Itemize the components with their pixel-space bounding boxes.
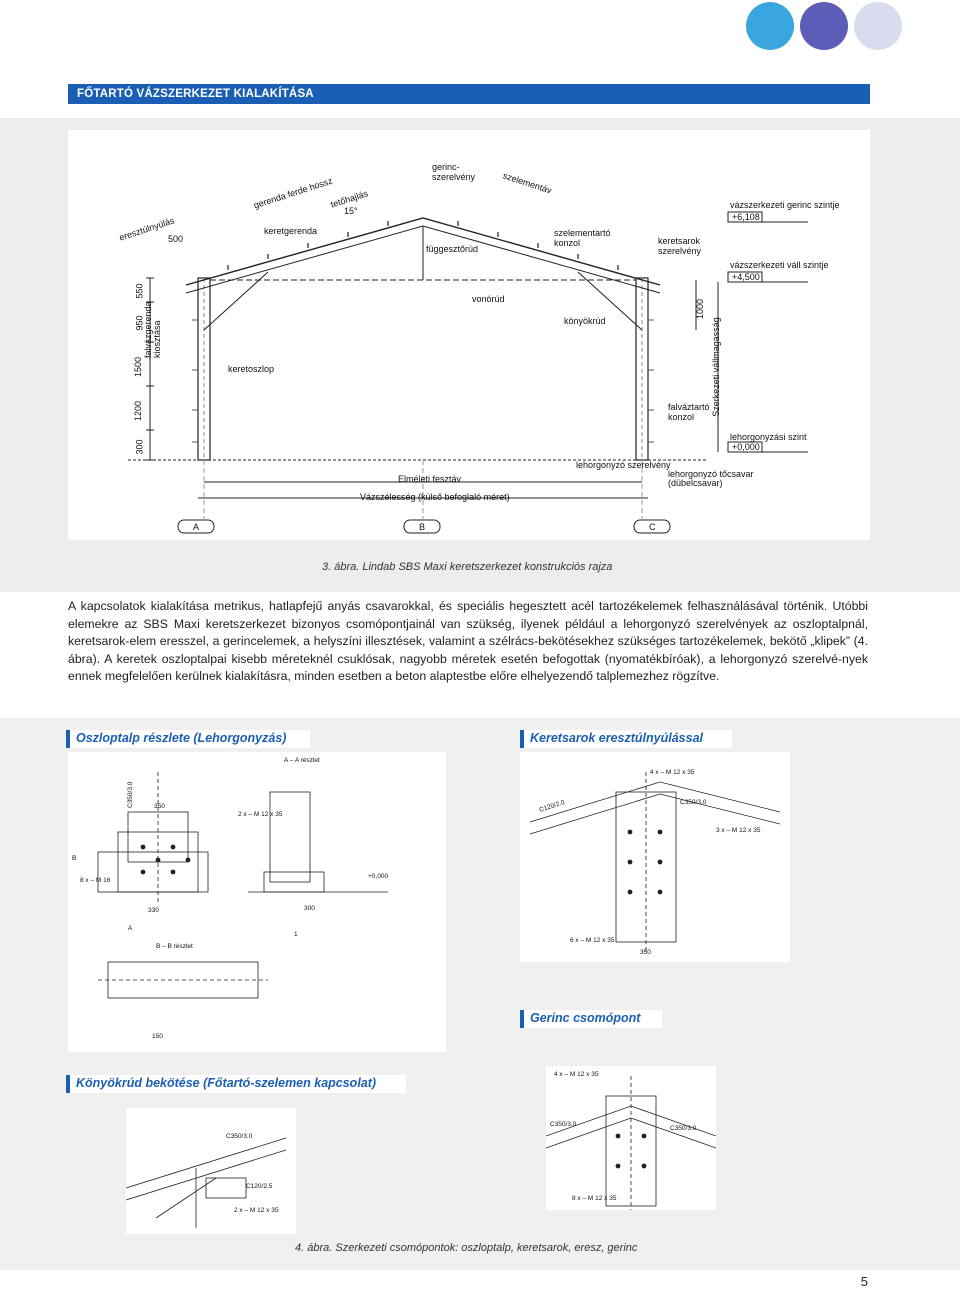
oszloptalp-300-text: 300 xyxy=(304,905,315,912)
konyokrud-svg: C350/3.0 C120/2.5 2 x – M 12 x 35 xyxy=(125,1133,287,1228)
label-500: 500 xyxy=(168,234,184,244)
label-falvaztarto-konzol: falváztartó konzol xyxy=(668,402,710,422)
axis-label-a: A xyxy=(193,522,200,532)
keretsarok-drawing: 4 x – M 12 x 35 C120/2.0 C350/3.0 3 x – … xyxy=(520,752,790,962)
label-550: 550 xyxy=(134,283,145,299)
keretsarok-bolt-3x12-text: 3 x – M 12 x 35 xyxy=(716,827,761,834)
label-lehorgonyzo-szerelveny: lehorgonyzó szerelvény xyxy=(576,460,671,470)
label-vonorud: vonórúd xyxy=(472,294,505,304)
oszloptalp-level-text: +0,000 xyxy=(368,873,388,880)
gerinc-c350-right-text: C350/3.0 xyxy=(670,1125,697,1132)
keretsarok-c350-text: C350/3.0 xyxy=(680,799,707,806)
section-header-bar: FŐTARTÓ VÁZSZERKEZET KIALAKÍTÁSA xyxy=(68,84,870,104)
page-number: 5 xyxy=(860,1274,868,1289)
label-vall-value: +4,500 xyxy=(732,272,760,282)
label-1500: 1500 xyxy=(133,356,144,378)
oszloptalp-350-text: 350 xyxy=(154,803,165,810)
keretsarok-svg: 4 x – M 12 x 35 C120/2.0 C350/3.0 3 x – … xyxy=(529,769,781,956)
frame-structure-drawing xyxy=(128,211,808,534)
label-vazszelesseg: Vázszélesség (külső befoglaló méret) xyxy=(360,492,510,502)
oszloptalp-bolt-2x12-text: 2 x – M 12 x 35 xyxy=(238,811,283,818)
label-gerinc-szintje: vázszerkezeti gerinc szintje xyxy=(730,200,840,210)
body-paragraph-text: A kapcsolatok kialakítása metrikus, hatl… xyxy=(68,599,868,684)
label-fuggesztorud: függesztőrúd xyxy=(426,244,479,254)
konyokrud-bolt-2x12-text: 2 x – M 12 x 35 xyxy=(234,1207,279,1214)
label-lehorgonyzo-tocsavar: lehorgonyzó tőcsavar (dübelcsavar) xyxy=(668,469,754,488)
panel-title-oszloptalp: Oszloptalp részlete (Lehorgonyzás) xyxy=(66,730,310,748)
label-1000: 1000 xyxy=(695,298,706,320)
oszloptalp-bolt-8x16-text: 8 x – M 16 xyxy=(80,877,111,884)
label-1200: 1200 xyxy=(133,400,144,422)
panel-title-gerinc: Gerinc csomópont xyxy=(520,1010,662,1028)
label-lehorgonyzasi-szint: lehorgonyzási szint xyxy=(730,432,807,442)
oszloptalp-drawing: A – A részlet C350/3.0 2 x – M 12 x 35 8… xyxy=(68,752,446,1052)
konyokrud-c350-text: C350/3.0 xyxy=(226,1133,253,1140)
figure-3-caption: 3. ábra. Lindab SBS Maxi keretszerkezet … xyxy=(322,561,613,573)
label-konyokrud: könyökrúd xyxy=(564,316,606,326)
decor-circle-3 xyxy=(854,2,902,50)
gerinc-bolt-8x12-text: 8 x – M 12 x 35 xyxy=(572,1195,617,1202)
gerinc-c350-left-text: C350/3.0 xyxy=(550,1121,577,1128)
keretsarok-c120-text: C120/2.0 xyxy=(538,799,566,814)
label-gerinc-szerelveny: gerinc- szerelvény xyxy=(432,162,476,182)
label-keretoszlop: keretoszlop xyxy=(228,364,275,374)
gerinc-svg: 4 x – M 12 x 35 C350/3.0 C350/3.0 8 x – … xyxy=(545,1071,717,1210)
label-gerinc-value: +6,108 xyxy=(732,212,760,222)
gerinc-bolt-4x12-text: 4 x – M 12 x 35 xyxy=(554,1071,599,1078)
konyokrud-c120-text: C120/2.5 xyxy=(246,1183,273,1190)
decor-circle-2 xyxy=(800,2,848,50)
label-elmeleti-fesztav: Elméleti fesztáv xyxy=(398,474,462,484)
oszloptalp-150-text: 150 xyxy=(152,1033,163,1040)
figure-3-drawing: eresztúlnyúlás gerenda ferde hossz tetőh… xyxy=(68,130,870,540)
keretsarok-350-text: 350 xyxy=(640,949,651,956)
keretsarok-bolt-4x12-text: 4 x – M 12 x 35 xyxy=(650,769,695,776)
label-lehorgonyzasi-value: +0,000 xyxy=(732,442,760,452)
oszloptalp-svg: A – A részlet C350/3.0 2 x – M 12 x 35 8… xyxy=(72,757,388,1040)
label-falvazgerenda: falvázgerenda kiosztása xyxy=(143,301,162,358)
oszloptalp-330-text: 330 xyxy=(148,907,159,914)
panel-title-keretsarok: Keretsarok eresztúlnyúlással xyxy=(520,730,732,748)
keretsarok-bolt-6x12-text: 6 x – M 12 x 35 xyxy=(570,937,615,944)
label-keretsarok-szerelveny: keretsarok szerelvény xyxy=(658,236,702,256)
oszloptalp-b-text: B xyxy=(72,855,76,862)
label-vall-szintje: vázszerkezeti váll szintje xyxy=(730,260,829,270)
aa-reszlet-text: A – A részlet xyxy=(284,757,320,764)
gerinc-drawing: 4 x – M 12 x 35 C350/3.0 C350/3.0 8 x – … xyxy=(545,1066,717,1210)
label-vallmagassag: Szerkezeti vállmagasság xyxy=(710,317,721,417)
oszloptalp-c350-text: C350/3.0 xyxy=(127,781,134,808)
decor-circle-1 xyxy=(746,2,794,50)
axis-label-b: B xyxy=(419,522,426,532)
axis-label-c: C xyxy=(649,522,656,532)
oszloptalp-1-text: 1 xyxy=(294,931,298,938)
bb-reszlet-text: B – B részlet xyxy=(156,943,193,950)
konyokrud-drawing: C350/3.0 C120/2.5 2 x – M 12 x 35 xyxy=(125,1108,296,1234)
panel-title-konyokrud: Könyökrúd bekötése (Főtartó-szelemen kap… xyxy=(66,1075,406,1093)
body-paragraph: A kapcsolatok kialakítása metrikus, hatl… xyxy=(68,598,868,686)
oszloptalp-a-text: A xyxy=(128,925,133,932)
label-keretgerenda: keretgerenda xyxy=(264,226,318,236)
figure-4-caption: 4. ábra. Szerkezeti csomópontok: oszlopt… xyxy=(295,1242,638,1254)
label-300: 300 xyxy=(134,439,145,455)
section-title: FŐTARTÓ VÁZSZERKEZET KIALAKÍTÁSA xyxy=(77,88,314,100)
label-angle: 15° xyxy=(344,206,358,216)
label-szelementarto-konzol: szelementartó konzol xyxy=(554,228,611,248)
